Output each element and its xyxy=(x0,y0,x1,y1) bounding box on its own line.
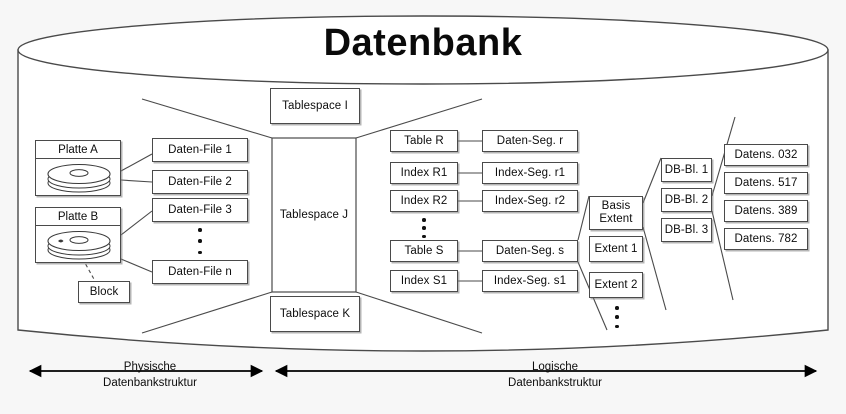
object-index-r1[interactable]: Index R1 xyxy=(390,162,458,184)
connector-files-to-tablespace-top xyxy=(141,98,273,139)
tablespace-j-frame xyxy=(271,137,357,293)
block-box[interactable]: Block xyxy=(78,281,130,303)
extents-ellipsis-icon xyxy=(612,306,622,328)
extent-1[interactable]: Extent 1 xyxy=(589,236,643,262)
extent-2[interactable]: Extent 2 xyxy=(589,272,643,298)
data-files-ellipsis-icon xyxy=(195,228,205,254)
segment-daten-s[interactable]: Daten-Seg. s xyxy=(482,240,578,262)
disk-platte-b-label: Platte B xyxy=(36,208,120,226)
disk-platter-icon xyxy=(36,226,120,262)
record-389[interactable]: Datens. 389 xyxy=(724,200,808,222)
disk-platter-icon xyxy=(36,159,120,195)
object-index-r2[interactable]: Index R2 xyxy=(390,190,458,212)
record-032[interactable]: Datens. 032 xyxy=(724,144,808,166)
page-title: Datenbank xyxy=(323,22,523,64)
connector-dbblock-to-records xyxy=(711,116,736,301)
connector-files-to-tablespace-bottom xyxy=(141,291,273,334)
cylinder-top-ellipse xyxy=(17,15,829,85)
segment-index-r2[interactable]: Index-Seg. r2 xyxy=(482,190,578,212)
record-782[interactable]: Datens. 782 xyxy=(724,228,808,250)
connector-disk-a-to-files xyxy=(120,153,153,183)
connector-tablespace-to-objects-bottom xyxy=(355,291,483,334)
connector-extent-to-dbblocks xyxy=(642,157,667,311)
disk-platte-a-label: Platte A xyxy=(36,141,120,159)
db-block-3[interactable]: DB-Bl. 3 xyxy=(661,218,712,242)
tablespace-j[interactable]: Tablespace J xyxy=(279,208,349,221)
segment-daten-r[interactable]: Daten-Seg. r xyxy=(482,130,578,152)
caption-logical-structure: Logische Datenbankstruktur xyxy=(508,361,602,389)
tablespace-k[interactable]: Tablespace K xyxy=(270,296,360,332)
tablespace-i[interactable]: Tablespace I xyxy=(270,88,360,124)
object-table-s[interactable]: Table S xyxy=(390,240,458,262)
db-block-1[interactable]: DB-Bl. 1 xyxy=(661,158,712,182)
segment-index-r1[interactable]: Index-Seg. r1 xyxy=(482,162,578,184)
record-517[interactable]: Datens. 517 xyxy=(724,172,808,194)
connector-tablespace-to-objects-top xyxy=(355,98,483,139)
caption-physical-structure: Physische Datenbankstruktur xyxy=(103,361,197,389)
disk-platte-b[interactable]: Platte B xyxy=(35,207,121,263)
object-table-r[interactable]: Table R xyxy=(390,130,458,152)
db-block-2[interactable]: DB-Bl. 2 xyxy=(661,188,712,212)
data-file-3[interactable]: Daten-File 3 xyxy=(152,198,248,222)
segment-index-s1[interactable]: Index-Seg. s1 xyxy=(482,270,578,292)
disk-platte-a[interactable]: Platte A xyxy=(35,140,121,196)
data-file-1[interactable]: Daten-File 1 xyxy=(152,138,248,162)
data-file-2[interactable]: Daten-File 2 xyxy=(152,170,248,194)
connector-objects-to-segments xyxy=(458,140,482,282)
objects-ellipsis-icon xyxy=(419,218,429,238)
object-index-s1[interactable]: Index S1 xyxy=(390,270,458,292)
connector-disk-b-to-files xyxy=(120,210,153,273)
extent-basis[interactable]: Basis Extent xyxy=(589,196,643,230)
data-file-n[interactable]: Daten-File n xyxy=(152,260,248,284)
